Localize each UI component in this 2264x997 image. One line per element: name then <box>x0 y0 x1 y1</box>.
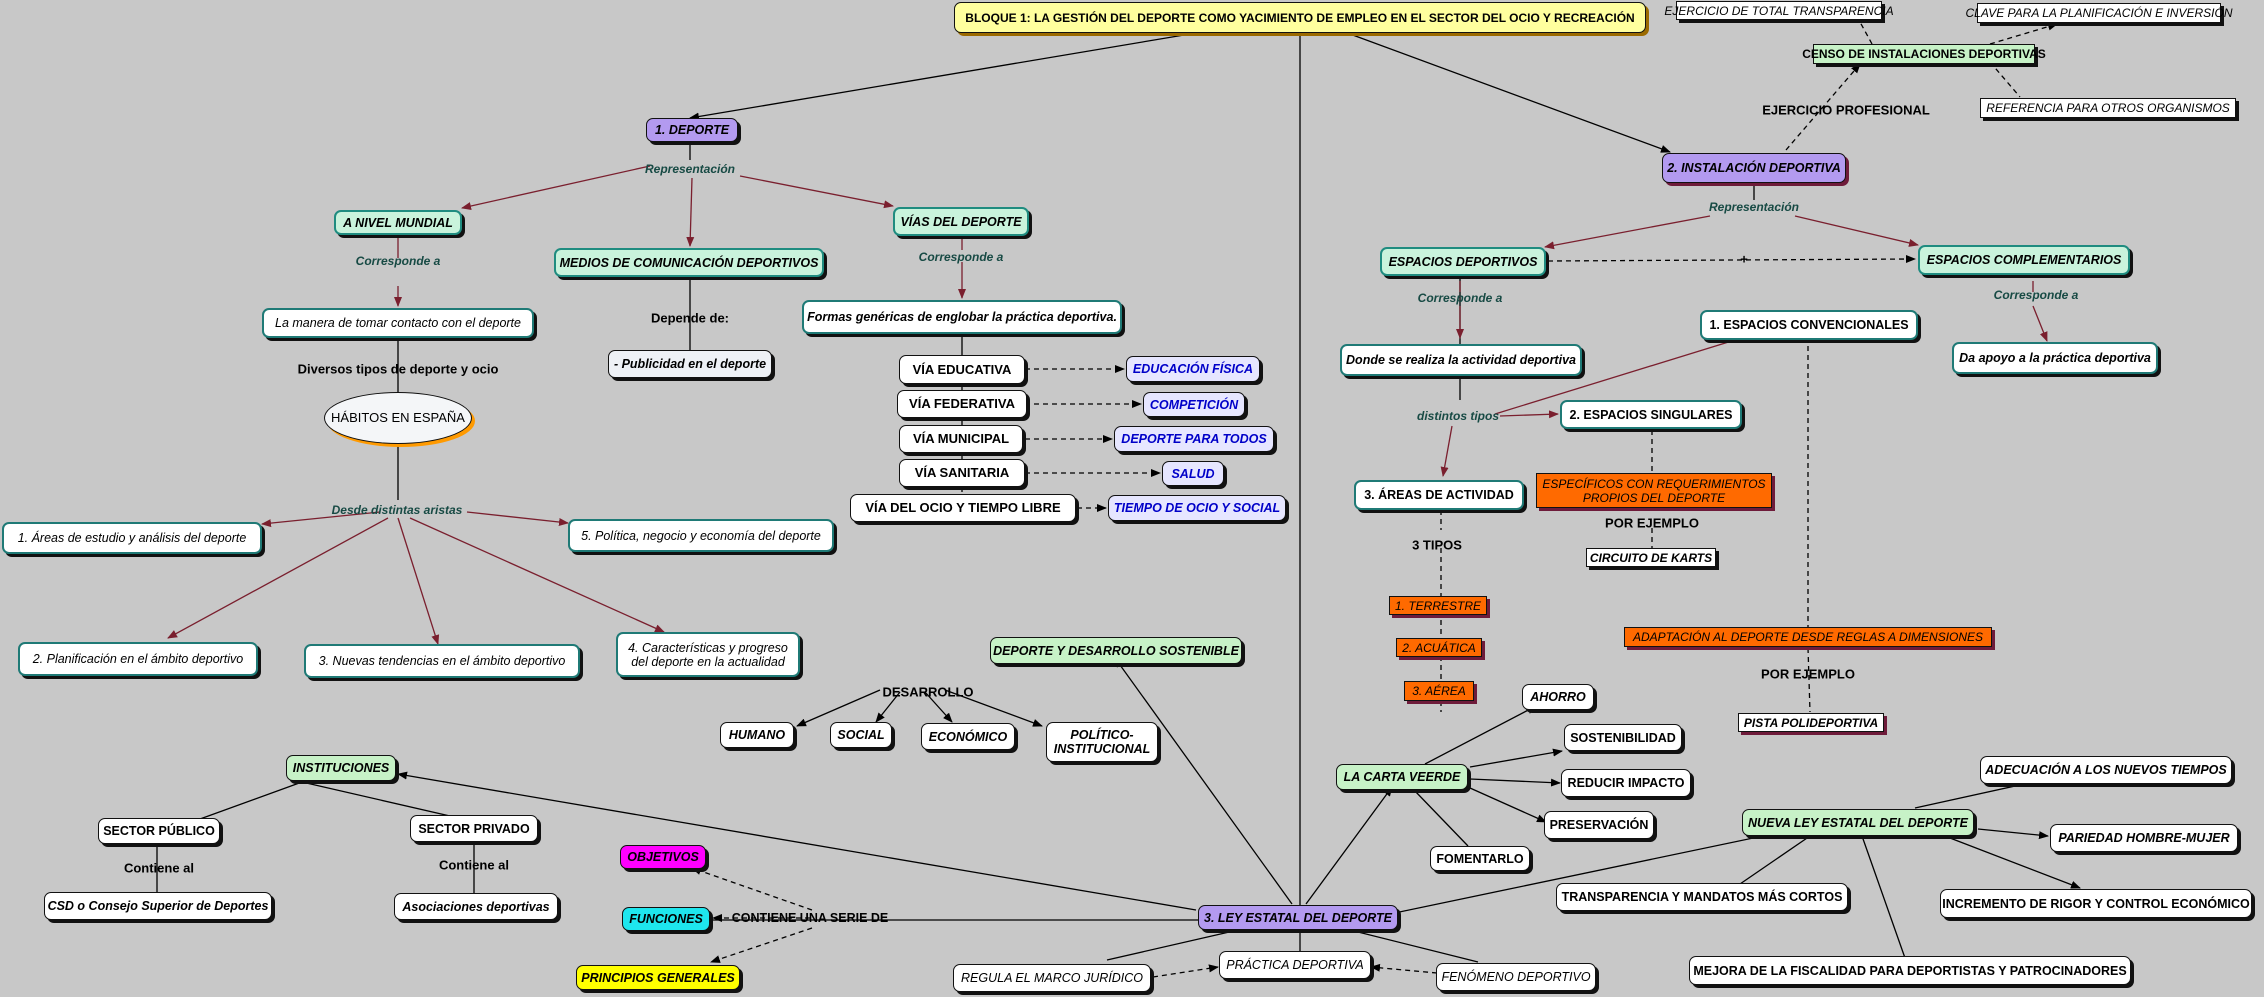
sector-privado-node: SECTOR PRIVADO <box>410 815 538 842</box>
title-node: BLOQUE 1: LA GESTIÓN DEL DEPORTE COMO YA… <box>954 2 1646 33</box>
instalacion-link-label: Representación <box>1708 200 1800 214</box>
formas-node: Formas genéricas de englobar la práctica… <box>802 300 1122 334</box>
singulares-node: 2. ESPACIOS SINGULARES <box>1560 400 1742 429</box>
deporte-node: 1. DEPORTE <box>646 118 738 142</box>
censo-item-2: CLAVE PARA LA PLANIFICACIÓN E INVERSIÓN <box>1966 3 2232 23</box>
corresponde-label-2: Corresponde a <box>1993 288 2079 302</box>
habitos-node: HÁBITOS EN ESPAÑA <box>324 392 472 444</box>
desarrollo-label: DESARROLLO <box>882 684 974 700</box>
via-educativa: VÍA EDUCATIVA <box>899 355 1025 384</box>
plus-label: + <box>1740 251 1748 267</box>
area-item-4: 4. Características y progreso del deport… <box>616 632 800 677</box>
area-terrestre: 1. TERRESTRE <box>1389 596 1487 615</box>
censo-item-1: EJERCICIO DE TOTAL TRANSPARENCIA <box>1664 1 1894 20</box>
area-item-2: 2. Planificación en el ámbito deportivo <box>18 642 258 676</box>
via-ocio: VÍA DEL OCIO Y TIEMPO LIBRE <box>850 494 1076 522</box>
carta-reducir: REDUCIR IMPACTO <box>1561 769 1691 797</box>
nueva-adecuacion: ADECUACIÓN A LOS NUEVOS TIEMPOS <box>1980 756 2232 784</box>
contiene-al-label-2: Contiene al <box>438 857 510 873</box>
nueva-pariedad: PARIEDAD HOMBRE-MUJER <box>2050 824 2238 852</box>
carta-fomentarlo: FOMENTARLO <box>1430 846 1530 871</box>
sector-publico-node: SECTOR PÚBLICO <box>98 818 220 844</box>
practica-node: PRÁCTICA DEPORTIVA <box>1219 951 1371 979</box>
goal-educacion: EDUCACIÓN FÍSICA <box>1126 356 1260 382</box>
area-item-5: 5. Política, negocio y economía del depo… <box>568 519 834 552</box>
instituciones-node: INSTITUCIONES <box>286 755 396 781</box>
aristas-label: Desde distintas aristas <box>331 503 463 517</box>
espacios-deportivos-node: ESPACIOS DEPORTIVOS <box>1380 247 1546 276</box>
ejercicio-label: EJERCICIO PROFESIONAL <box>1762 102 1930 118</box>
nueva-fiscalidad: MEJORA DE LA FISCALIDAD PARA DEPORTISTAS… <box>1689 956 2131 985</box>
mundial-link-label: Corresponde a <box>355 254 441 268</box>
fenomeno-node: FENÓMENO DEPORTIVO <box>1436 963 1596 991</box>
desarrollo-social: SOCIAL <box>830 722 892 748</box>
area-item-3: 3. Nuevas tendencias en el ámbito deport… <box>304 644 580 678</box>
via-federativa: VÍA FEDERATIVA <box>897 390 1027 418</box>
da-apoyo-node: Da apoyo a la práctica deportiva <box>1952 342 2158 374</box>
nueva-ley-node: NUEVA LEY ESTATAL DEL DEPORTE <box>1742 809 1974 836</box>
censo-item-3: REFERENCIA PARA OTROS ORGANISMOS <box>1980 98 2236 118</box>
censo-node: CENSO DE INSTALACIONES DEPORTIVAS <box>1802 44 2046 64</box>
tres-tipos-label: 3 TIPOS <box>1412 537 1462 553</box>
vias-link-label: Corresponde a <box>918 250 1004 264</box>
via-municipal: VÍA MUNICIPAL <box>899 425 1023 453</box>
sostenible-node: DEPORTE Y DESARROLLO SOSTENIBLE <box>990 637 1242 664</box>
pista-node: PISTA POLIDEPORTIVA <box>1738 713 1884 732</box>
por-ejemplo-label-2: POR EJEMPLO <box>1761 666 1855 682</box>
csd-node: CSD o Consejo Superior de Deportes <box>44 892 272 920</box>
circuito-node: CIRCUITO DE KARTS <box>1586 548 1716 567</box>
contiene-al-label-1: Contiene al <box>123 860 195 876</box>
carta-ahorro: AHORRO <box>1522 684 1594 710</box>
areas-actividad-node: 3. ÁREAS DE ACTIVIDAD <box>1354 480 1524 510</box>
contiene-label: CONTIENE UNA SERIE DE <box>731 911 889 925</box>
contacto-node: La manera de tomar contacto con el depor… <box>262 308 534 338</box>
distintos-label: distintos tipos <box>1417 409 1499 423</box>
por-ejemplo-label-1: POR EJEMPLO <box>1605 515 1699 531</box>
area-item-1: 1. Áreas de estudio y análisis del depor… <box>2 522 262 554</box>
asociaciones-node: Asociaciones deportivas <box>394 893 558 920</box>
desarrollo-economico: ECONÓMICO <box>921 723 1015 750</box>
goal-ocio-social: TIEMPO DE OCIO Y SOCIAL <box>1108 495 1286 521</box>
mundial-node: A NIVEL MUNDIAL <box>334 210 462 235</box>
carta-sostenibilidad: SOSTENIBILIDAD <box>1564 724 1682 751</box>
tipos-label: Diversos tipos de deporte y ocio <box>297 361 499 377</box>
donde-node: Donde se realiza la actividad deportiva <box>1340 344 1582 376</box>
goal-competicion: COMPETICIÓN <box>1143 392 1245 417</box>
regula-node: REGULA EL MARCO JURÍDICO <box>953 964 1151 992</box>
nueva-transparencia: TRANSPARENCIA Y MANDATOS MÁS CORTOS <box>1556 883 1848 911</box>
medios-node: MEDIOS DE COMUNICACIÓN DEPORTIVOS <box>554 248 824 277</box>
nueva-rigor: INCREMENTO DE RIGOR Y CONTROL ECONÓMICO <box>1940 889 2252 918</box>
publicidad-node: - Publicidad en el deporte <box>608 350 772 378</box>
medios-link-label: Depende de: <box>650 310 730 326</box>
adaptacion-node: ADAPTACIÓN AL DEPORTE DESDE REGLAS A DIM… <box>1624 627 1992 647</box>
area-aerea: 3. AÉREA <box>1404 681 1474 701</box>
deporte-link-label: Representación <box>644 162 736 176</box>
carta-node: LA CARTA VEERDE <box>1336 764 1468 790</box>
carta-preservacion: PRESERVACIÓN <box>1544 811 1654 839</box>
convencionales-node: 1. ESPACIOS CONVENCIONALES <box>1700 310 1918 340</box>
corresponde-label-1: Corresponde a <box>1417 291 1503 305</box>
vias-node: VÍAS DEL DEPORTE <box>893 207 1029 236</box>
desarrollo-politico: POLÍTICO-INSTITUCIONAL <box>1046 722 1158 762</box>
especificos-node: ESPECÍFICOS CON REQUERIMIENTOS PROPIOS D… <box>1536 473 1772 508</box>
ley-node: 3. LEY ESTATAL DEL DEPORTE <box>1198 905 1398 930</box>
via-sanitaria: VÍA SANITARIA <box>899 459 1025 487</box>
goal-salud: SALUD <box>1162 461 1224 486</box>
area-acuatica: 2. ACUÁTICA <box>1396 638 1482 657</box>
principios-node: PRINCIPIOS GENERALES <box>576 965 740 990</box>
goal-deporte-todos: DEPORTE PARA TODOS <box>1114 426 1274 452</box>
espacios-complementarios-node: ESPACIOS COMPLEMENTARIOS <box>1918 245 2130 275</box>
objetivos-node: OBJETIVOS <box>620 845 706 869</box>
funciones-node: FUNCIONES <box>622 907 710 931</box>
desarrollo-humano: HUMANO <box>720 722 794 748</box>
instalacion-node: 2. INSTALACIÓN DEPORTIVA <box>1662 153 1846 183</box>
